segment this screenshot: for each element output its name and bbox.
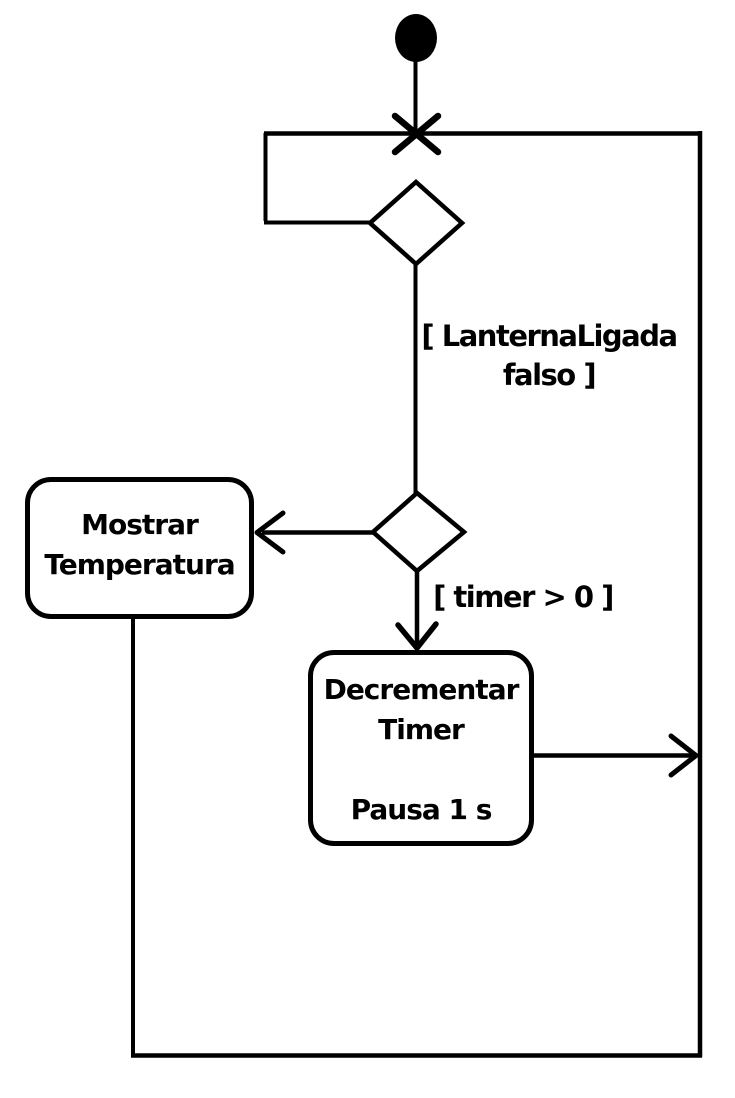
decision2-diamond (369, 490, 468, 574)
action-decrementar-line3: Pausa 1 s (350, 793, 493, 826)
action-mostrar-line1: Mostrar (81, 508, 199, 541)
guard-timer: [ timer > 0 ] (433, 580, 614, 614)
guard-lanterna-ligada: [ LanternaLigada falso ] (420, 317, 678, 395)
initial-node (395, 14, 437, 62)
arrowhead-right-icon (668, 733, 699, 778)
action-mostrar-line2: Temperatura (44, 548, 235, 581)
arrowhead-down-icon (395, 621, 439, 651)
guard-lanterna-line2: falso ] (502, 358, 597, 392)
arrowhead-left-icon (254, 510, 286, 555)
action-mostrar-temperatura: Mostrar Temperatura (25, 477, 254, 619)
merge-arrow-x-icon (391, 112, 442, 156)
decision1-diamond (366, 178, 466, 268)
action-decrementar-line2: Timer (378, 713, 465, 746)
guard-lanterna-line1: [ LanternaLigada (421, 319, 678, 353)
action-decrementar-timer: Decrementar Timer Pausa 1 s (308, 650, 534, 846)
action-decrementar-line1: Decrementar (323, 673, 520, 706)
